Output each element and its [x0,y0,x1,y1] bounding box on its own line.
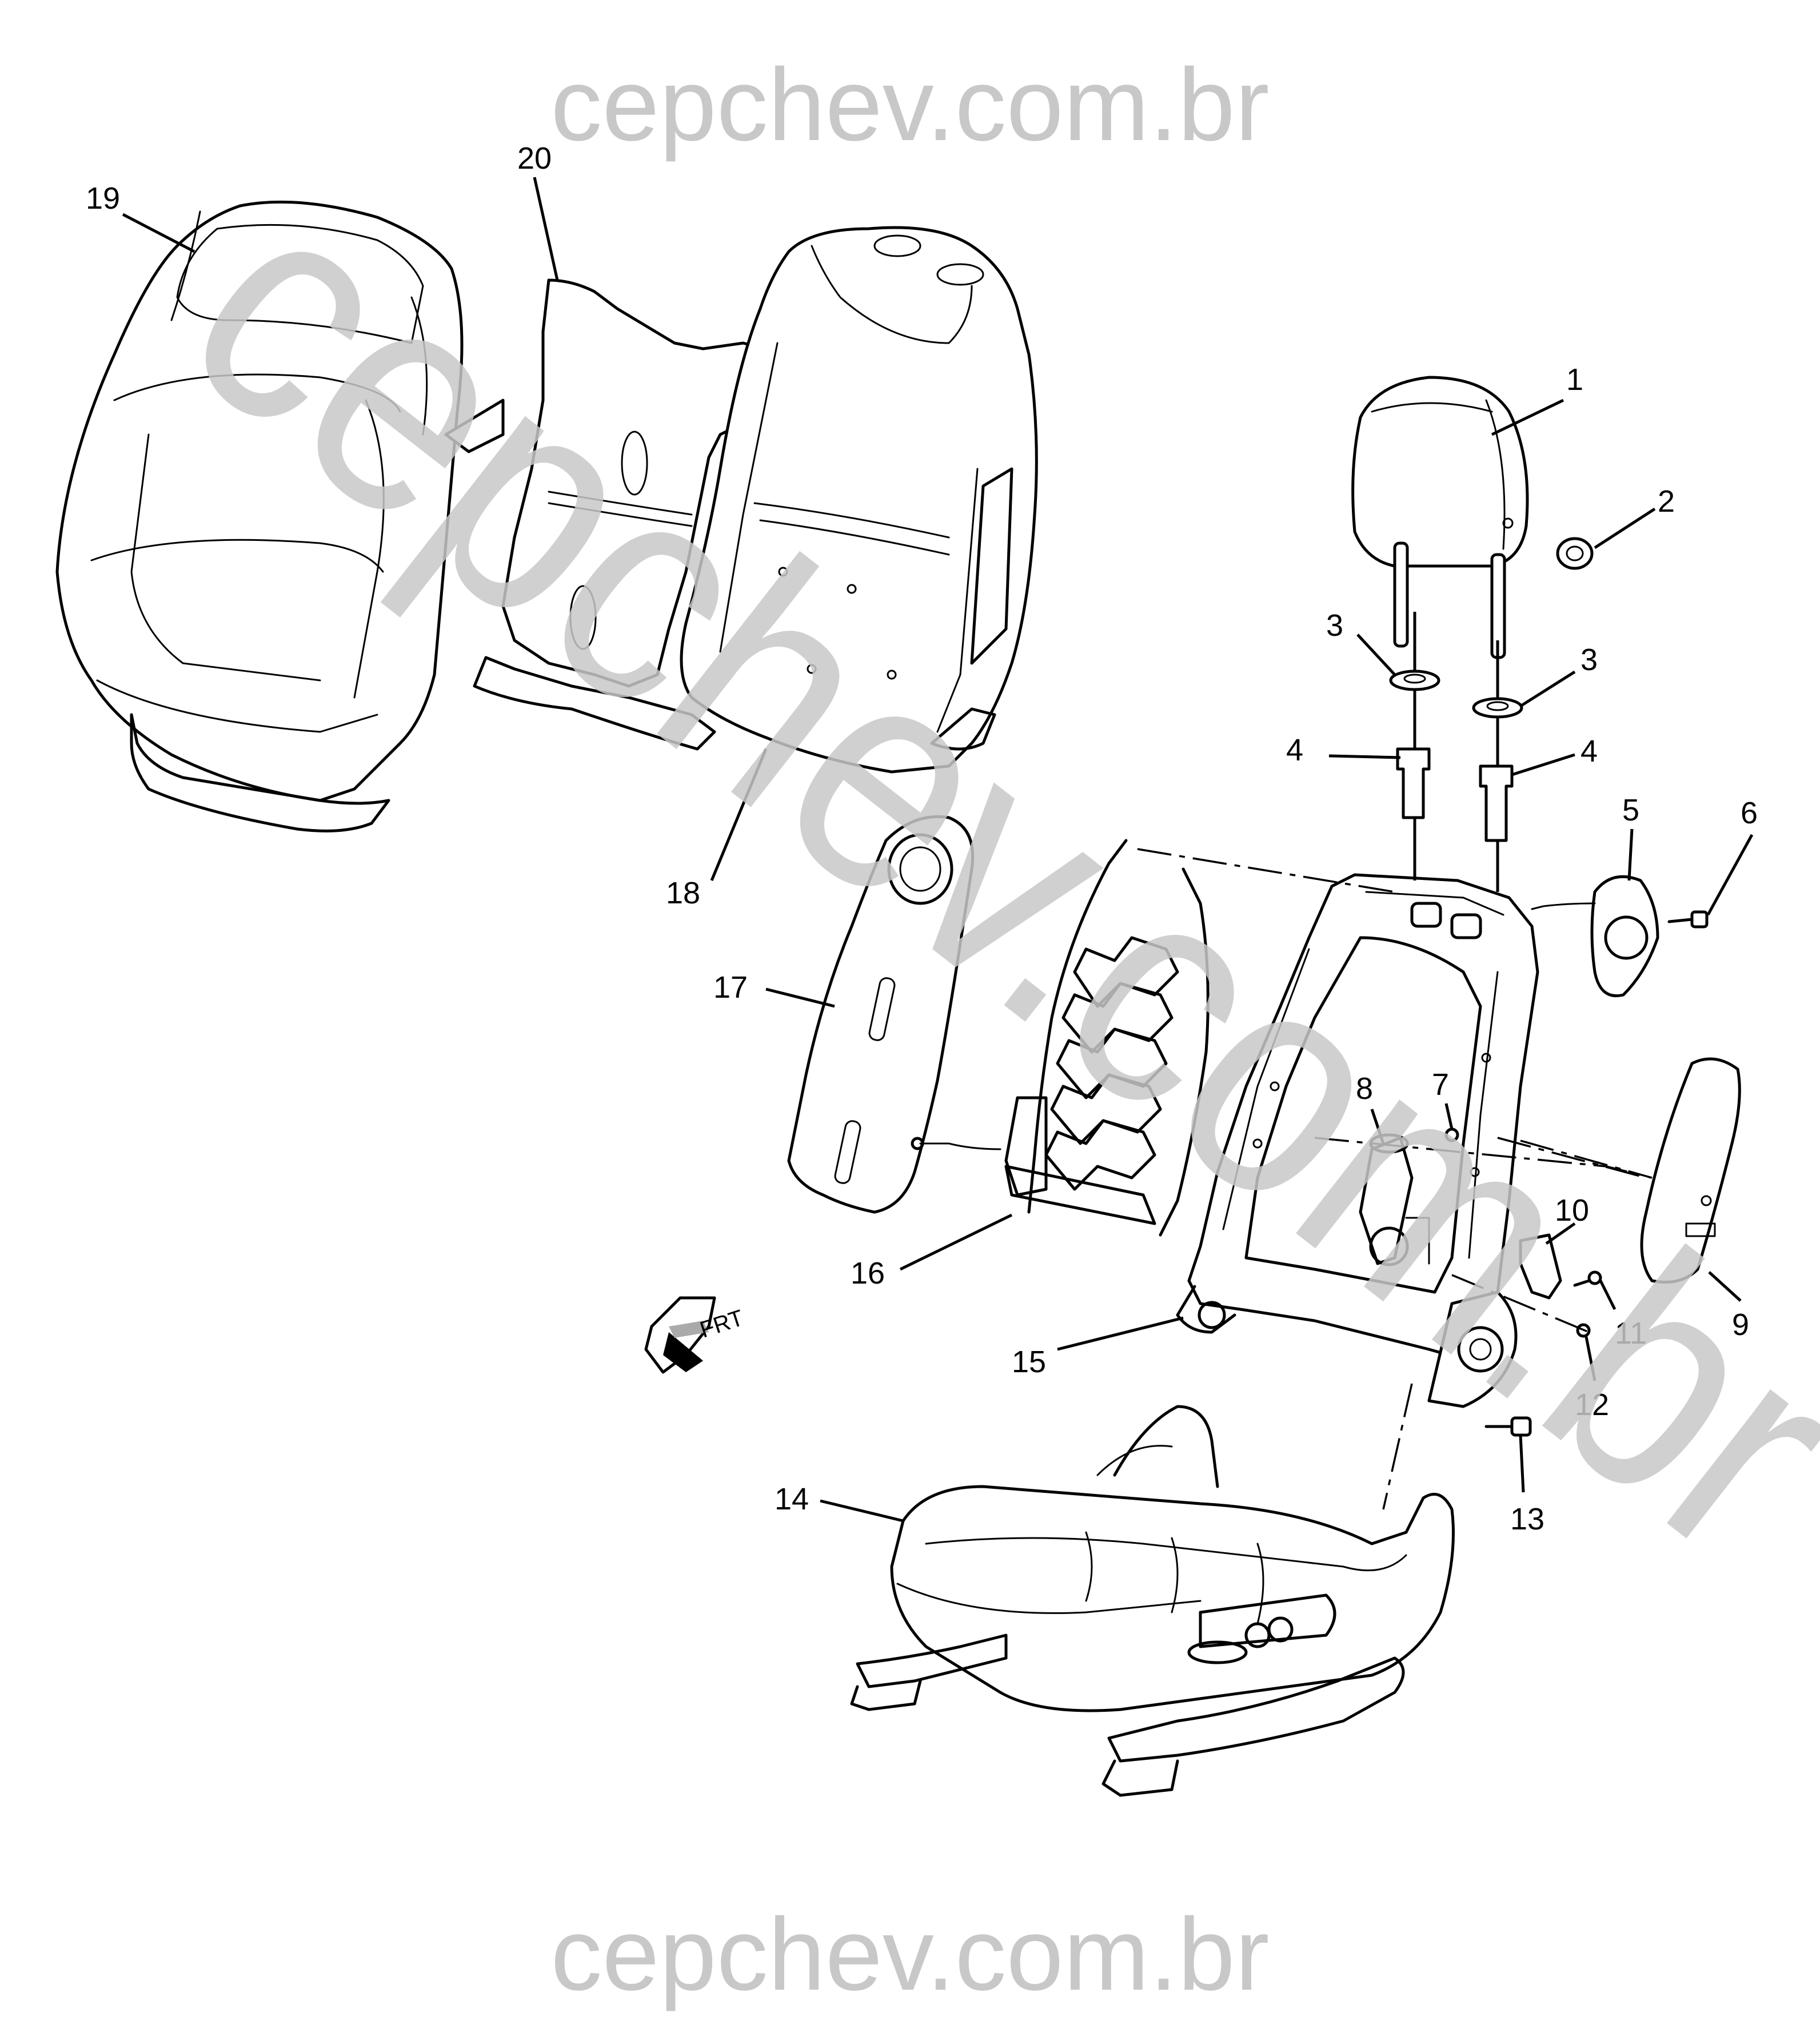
callout-13: 13 [1510,1502,1544,1536]
callout-10: 10 [1555,1193,1589,1228]
callout-leaders [122,177,1754,1523]
part-18-seatback-panel [680,226,1038,774]
callout-3-left: 3 [1326,608,1343,643]
part-3-bezel-left [1389,670,1440,691]
part-3-bezel-right [1472,697,1523,719]
callout-16: 16 [851,1256,885,1290]
front-direction-marker: FRT [644,1296,747,1374]
callout-labels: 1 2 3 3 4 4 5 6 7 8 9 10 11 12 13 14 15 … [86,141,1758,1536]
callout-15: 15 [1012,1345,1046,1379]
part-19-seatback-cover [55,200,464,832]
callout-5: 5 [1622,793,1639,827]
part-1-headrest [1351,376,1529,659]
callout-1: 1 [1566,362,1583,397]
callout-6: 6 [1741,796,1758,830]
callout-8: 8 [1356,1071,1373,1106]
part-16-lumbar-support [911,839,1210,1237]
part-4-guide-right [1479,764,1514,842]
watermark-bottom: cepchev.com.br [550,1897,1269,2012]
callout-19: 19 [86,181,120,216]
callout-9: 9 [1732,1308,1749,1342]
callout-4-right: 4 [1580,734,1598,768]
callout-11: 11 [1615,1316,1647,1350]
part-15-seatback-frame [1176,873,1539,1408]
callout-3-right: 3 [1580,643,1598,677]
part-6-bolt [1667,910,1709,929]
part-17-back-plate [787,815,975,1214]
callout-17: 17 [713,970,748,1005]
alignment-lines [1137,612,1653,1510]
callout-20: 20 [517,141,552,176]
callout-7: 7 [1432,1067,1449,1102]
part-14-seat-cushion [850,1405,1455,1797]
part-10-latch [1519,1233,1562,1300]
callout-2: 2 [1658,484,1675,519]
part-4-guide-left [1396,747,1431,819]
watermark-top: cepchev.com.br [550,47,1269,162]
part-11-screw [1573,1270,1602,1287]
callout-4-left: 4 [1286,733,1303,767]
part-13-bolt [1484,1416,1532,1437]
callout-12: 12 [1575,1388,1609,1422]
callout-14: 14 [775,1482,809,1516]
part-5-bracket [1531,875,1659,998]
part-9-side-cover [1640,1057,1741,1284]
callout-18: 18 [666,876,700,910]
part-2-cap [1556,537,1594,570]
